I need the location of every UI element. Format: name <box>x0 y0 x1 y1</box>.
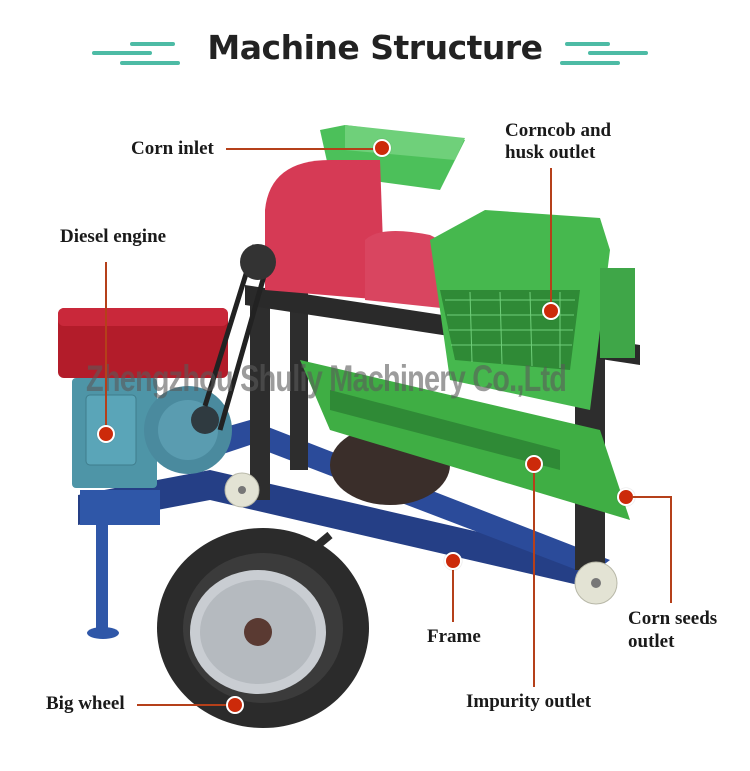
marker-dot-frame <box>444 552 462 570</box>
title-deco-line <box>565 42 610 46</box>
label-corn-seeds-outlet-line2: outlet <box>628 631 675 652</box>
marker-dot-big-wheel <box>226 696 244 714</box>
marker-dot-impurity-outlet <box>525 455 543 473</box>
title-deco-line <box>130 42 175 46</box>
marker-dot-corn-inlet <box>373 139 391 157</box>
leader-line-impurity-outlet <box>533 470 535 687</box>
marker-dot-corncob-husk-outlet <box>542 302 560 320</box>
label-corn-inlet: Corn inlet <box>131 138 214 159</box>
marker-dot-diesel-engine <box>97 425 115 443</box>
label-corn-seeds-outlet-line1: Corn seeds <box>628 608 718 629</box>
leader-line-corn-inlet <box>226 148 376 150</box>
label-impurity-outlet: Impurity outlet <box>466 691 592 712</box>
page-title: Machine Structure <box>207 28 543 67</box>
leader-line-corncob-husk-outlet <box>550 168 552 305</box>
leader-line-frame <box>452 566 454 622</box>
label-diesel-engine: Diesel engine <box>60 226 167 247</box>
label-frame: Frame <box>427 626 481 647</box>
leader-line-corn-seeds-outlet-vertical <box>670 496 672 603</box>
title-deco-line <box>120 61 180 65</box>
leader-line-corn-seeds-outlet <box>632 496 671 498</box>
title-deco-line <box>560 61 620 65</box>
title-deco-line <box>588 51 648 55</box>
label-corncob-husk-outlet-line2: husk outlet <box>505 142 596 163</box>
label-corncob-husk-outlet-line1: Corncob and <box>505 120 612 141</box>
leader-line-diesel-engine <box>105 262 107 428</box>
label-big-wheel: Big wheel <box>46 693 125 714</box>
title-deco-line <box>92 51 152 55</box>
watermark-text: Zhengzhou Shuliy Machinery Co.,Ltd <box>86 358 567 399</box>
leader-line-big-wheel <box>137 704 229 706</box>
